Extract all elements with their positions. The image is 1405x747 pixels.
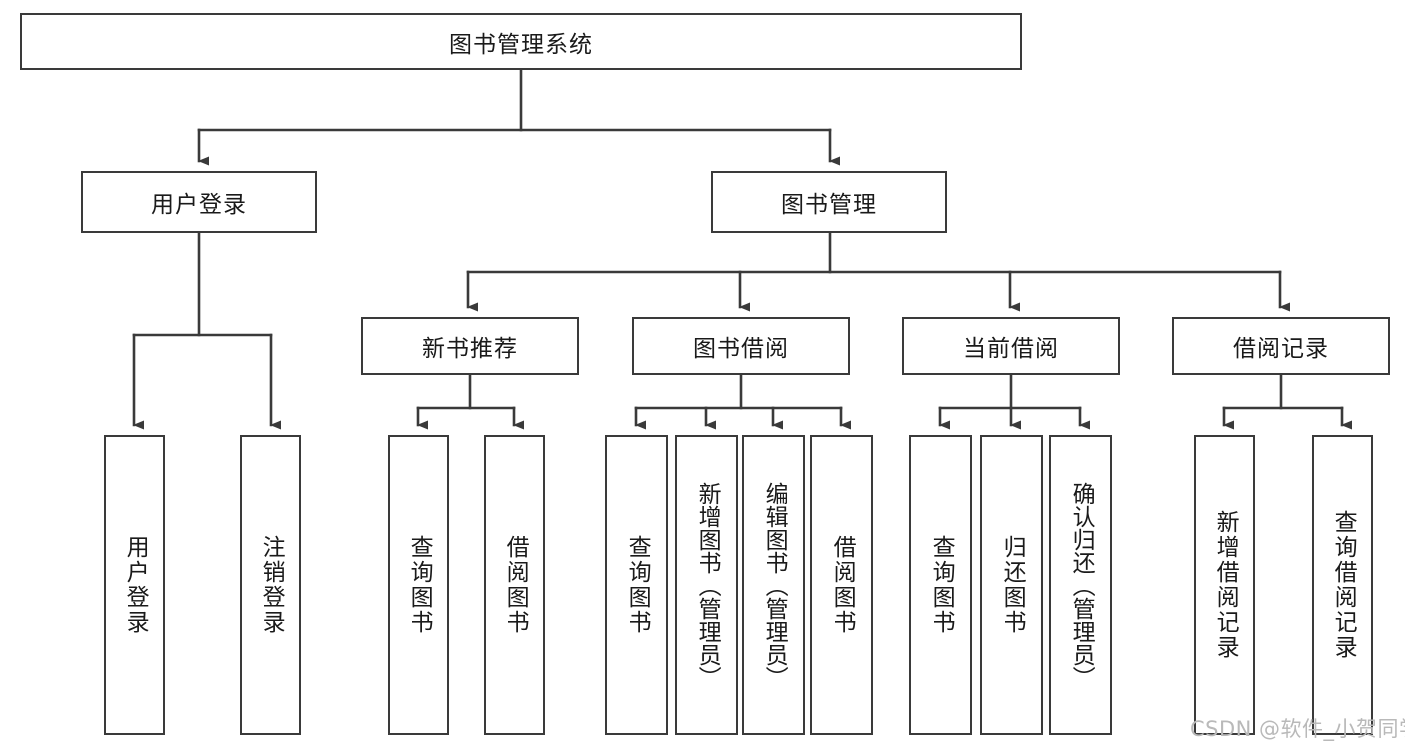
node-user-login[interactable]: 用户登录 <box>81 171 317 233</box>
leaf-query-book-current[interactable]: 查询图书 <box>909 435 972 735</box>
leaf-borrow-book-recommend-label: 借阅图书 <box>502 535 529 635</box>
node-current-borrow[interactable]: 当前借阅 <box>902 317 1120 375</box>
node-book-borrow[interactable]: 图书借阅 <box>632 317 850 375</box>
node-root[interactable]: 图书管理系统 <box>20 13 1022 70</box>
node-current-borrow-label: 当前借阅 <box>963 336 1059 362</box>
leaf-query-book-borrow-label: 查询图书 <box>624 535 651 635</box>
node-borrow-record-label: 借阅记录 <box>1233 336 1329 362</box>
leaf-confirm-return-admin-label: 确认归还（管理员） <box>1068 481 1095 689</box>
node-borrow-record[interactable]: 借阅记录 <box>1172 317 1390 375</box>
node-new-book-recommend[interactable]: 新书推荐 <box>361 317 579 375</box>
csdn-watermark: CSDN @软件_小贺同学 <box>1190 717 1405 741</box>
leaf-return-book-label: 归还图书 <box>999 535 1026 635</box>
leaf-add-borrow-record-label: 新增借阅记录 <box>1212 510 1239 660</box>
node-user-login-label: 用户登录 <box>151 192 247 218</box>
leaf-user-login[interactable]: 用户登录 <box>104 435 165 735</box>
leaf-add-book-admin-label: 新增图书（管理员） <box>694 481 721 689</box>
leaf-user-logout-label: 注销登录 <box>258 535 285 635</box>
leaf-query-book-borrow[interactable]: 查询图书 <box>605 435 668 735</box>
leaf-query-book-recommend-label: 查询图书 <box>406 535 433 635</box>
node-book-manage-label: 图书管理 <box>781 192 877 218</box>
leaf-borrow-book-recommend[interactable]: 借阅图书 <box>484 435 545 735</box>
leaf-return-book[interactable]: 归还图书 <box>980 435 1043 735</box>
leaf-query-borrow-record-label: 查询借阅记录 <box>1330 510 1357 660</box>
leaf-query-book-recommend[interactable]: 查询图书 <box>388 435 449 735</box>
leaf-borrow-book[interactable]: 借阅图书 <box>810 435 873 735</box>
node-root-label: 图书管理系统 <box>449 31 593 58</box>
node-book-borrow-label: 图书借阅 <box>693 336 789 362</box>
leaf-edit-book-admin-label: 编辑图书（管理员） <box>761 481 788 689</box>
leaf-user-login-label: 用户登录 <box>122 535 149 635</box>
leaf-add-borrow-record[interactable]: 新增借阅记录 <box>1194 435 1255 735</box>
leaf-query-book-current-label: 查询图书 <box>928 535 955 635</box>
leaf-add-book-admin[interactable]: 新增图书（管理员） <box>675 435 738 735</box>
leaf-borrow-book-label: 借阅图书 <box>829 535 856 635</box>
leaf-edit-book-admin[interactable]: 编辑图书（管理员） <box>742 435 805 735</box>
leaf-confirm-return-admin[interactable]: 确认归还（管理员） <box>1049 435 1112 735</box>
node-new-book-recommend-label: 新书推荐 <box>422 336 518 362</box>
leaf-query-borrow-record[interactable]: 查询借阅记录 <box>1312 435 1373 735</box>
node-book-manage[interactable]: 图书管理 <box>711 171 947 233</box>
leaf-user-logout[interactable]: 注销登录 <box>240 435 301 735</box>
